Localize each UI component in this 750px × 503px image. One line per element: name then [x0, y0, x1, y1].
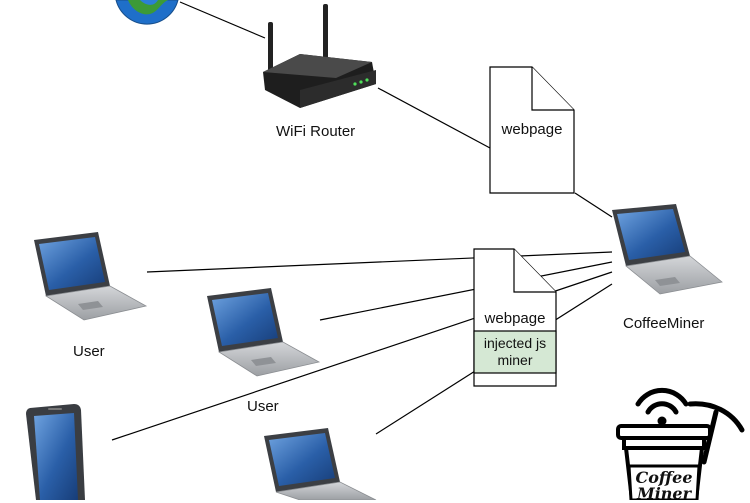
globe-icon [115, 0, 179, 25]
globe-router-link [179, 1, 266, 39]
router-label: WiFi Router [276, 123, 356, 140]
bottom-webpage-document [473, 248, 557, 387]
user1-label: User [73, 343, 105, 360]
logo-line-2: Miner [636, 484, 692, 503]
injected-miner-label: injected js miner [474, 335, 556, 369]
injected-line-1: injected js [483, 335, 547, 351]
user1-link [146, 251, 613, 273]
router-icon [263, 4, 376, 108]
user3-laptop-icon [264, 428, 377, 500]
webpage-attacker-link [574, 192, 613, 218]
phone-icon [26, 404, 85, 500]
user1-laptop-icon [34, 232, 148, 321]
user2-label: User [247, 398, 279, 415]
attacker-laptop-icon [612, 204, 723, 295]
user2-link [319, 261, 613, 321]
injected-line-2: miner [497, 352, 533, 368]
attacker-label: CoffeeMiner [623, 315, 705, 332]
logo-line-1: Coffee [635, 468, 693, 487]
coffee-cup-icon [616, 387, 745, 500]
injected-miner-block [473, 330, 557, 374]
router-webpage-link [377, 87, 491, 149]
coffee-miner-logo-text: Coffee Miner [624, 470, 704, 502]
top-webpage-label: webpage [501, 121, 563, 138]
bottom-webpage-label: webpage [484, 310, 546, 327]
top-webpage-document [489, 66, 575, 194]
user2-laptop-icon [207, 288, 321, 377]
